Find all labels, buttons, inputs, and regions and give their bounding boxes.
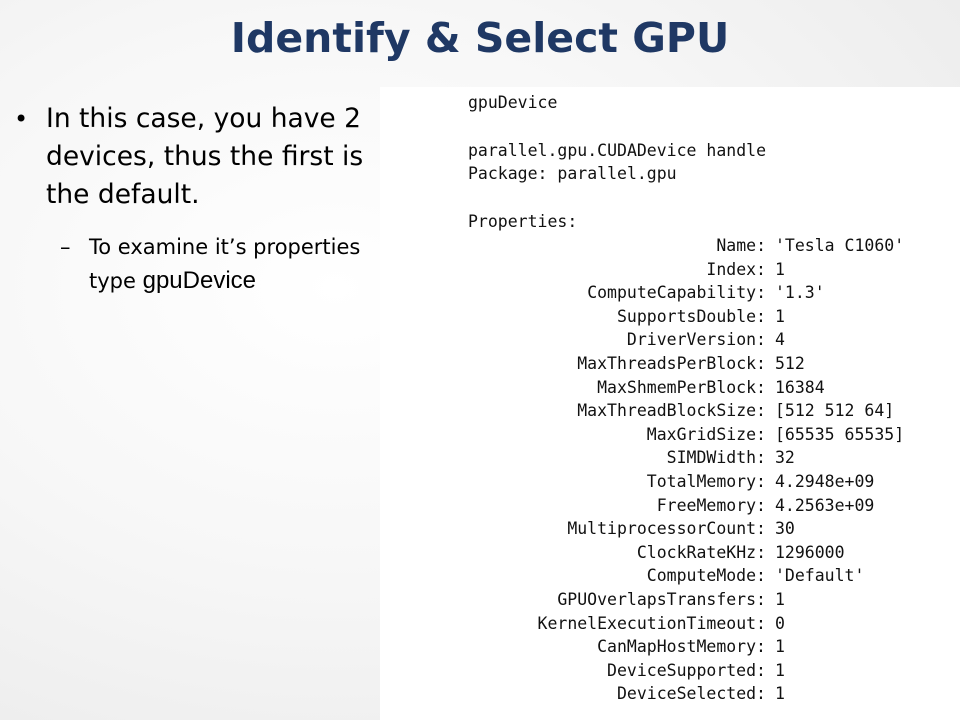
console-command: gpuDevice: [468, 93, 558, 112]
property-value: 4.2563e+09: [775, 495, 875, 515]
property-value: [512 512 64]: [775, 401, 895, 421]
console-properties-header: Properties:: [468, 212, 578, 231]
property-key: MaxShmemPerBlock:: [597, 377, 766, 397]
console-handle-line: parallel.gpu.CUDADevice handle: [468, 141, 767, 160]
property-row: Name: 'Tesla C1060': [380, 234, 960, 258]
property-key: SupportsDouble:: [616, 306, 766, 326]
property-row: DriverVersion: 4: [380, 328, 960, 352]
property-key: Index:: [706, 259, 766, 279]
property-row: Index: 1: [380, 258, 960, 282]
property-key: DeviceSupported:: [607, 660, 766, 680]
property-row: ComputeMode: 'Default': [380, 564, 960, 588]
property-value: 1: [775, 660, 785, 680]
bullet-list: • In this case, you have 2 devices, thus…: [14, 100, 374, 298]
bullet-text: In this case, you have 2 devices, thus t…: [46, 103, 364, 210]
property-row: KernelExecutionTimeout: 0: [380, 612, 960, 636]
property-value: 30: [775, 519, 795, 539]
sub-bullet-item: – To examine it’s properties type gpuDev…: [14, 230, 374, 298]
property-key: ComputeCapability:: [587, 283, 766, 303]
sub-bullet-dash: –: [60, 235, 71, 259]
property-key: MaxThreadBlockSize:: [577, 401, 766, 421]
property-row: ComputeCapability: '1.3': [380, 281, 960, 305]
property-key: SIMDWidth:: [666, 448, 766, 468]
bullet-item: • In this case, you have 2 devices, thus…: [14, 100, 374, 214]
property-value: 32: [775, 448, 795, 468]
property-key: GPUOverlapsTransfers:: [557, 590, 766, 609]
property-value: 1: [775, 306, 785, 326]
property-row: DeviceSelected: 1: [380, 682, 960, 706]
property-row: MultiprocessorCount: 30: [380, 517, 960, 541]
property-key: ClockRateKHz:: [636, 542, 766, 562]
property-row: MaxThreadBlockSize: [512 512 64]: [380, 399, 960, 423]
property-value: 1: [775, 590, 785, 609]
property-key: DeviceSelected:: [616, 684, 766, 704]
property-value: 'Default': [775, 566, 865, 586]
property-value: 512: [775, 354, 805, 373]
property-value: 1: [775, 637, 785, 657]
property-row: MaxGridSize: [65535 65535]: [380, 423, 960, 447]
property-value: 1296000: [775, 542, 845, 562]
property-value: 1: [775, 684, 785, 704]
property-key: ComputeMode:: [646, 566, 766, 586]
property-row: ClockRateKHz: 1296000: [380, 541, 960, 565]
property-key: FreeMemory:: [656, 495, 766, 515]
property-key: MultiprocessorCount:: [567, 519, 766, 539]
console-output: gpuDevice parallel.gpu.CUDADevice handle…: [380, 87, 960, 720]
sub-bullet-code: gpuDevice: [142, 267, 257, 294]
property-row: SupportsDouble: 1: [380, 305, 960, 329]
property-value: 0: [775, 613, 785, 633]
property-row: MaxShmemPerBlock: 16384: [380, 376, 960, 400]
property-value: 1: [775, 259, 785, 279]
property-key: TotalMemory:: [646, 472, 766, 491]
property-value: 4.2948e+09: [775, 472, 875, 491]
property-key: DriverVersion:: [626, 330, 766, 350]
property-row: GPUOverlapsTransfers: 1: [380, 588, 960, 612]
sub-bullet-text: To examine it’s properties type: [89, 235, 361, 293]
property-row: CanMapHostMemory: 1: [380, 635, 960, 659]
property-key: CanMapHostMemory:: [597, 637, 766, 657]
console-package-line: Package: parallel.gpu: [468, 164, 677, 183]
property-row: FreeMemory: 4.2563e+09: [380, 494, 960, 518]
slide-title: Identify & Select GPU: [230, 14, 730, 62]
property-row: TotalMemory: 4.2948e+09: [380, 470, 960, 494]
property-value: '1.3': [775, 283, 825, 303]
property-key: KernelExecutionTimeout:: [537, 613, 766, 633]
property-key: Name:: [716, 236, 766, 255]
bullet-dot: •: [14, 105, 29, 133]
property-row: DeviceSupported: 1: [380, 659, 960, 683]
property-key: MaxThreadsPerBlock:: [577, 354, 766, 373]
property-value: [65535 65535]: [775, 424, 905, 444]
property-row: SIMDWidth: 32: [380, 446, 960, 470]
property-key: MaxGridSize:: [646, 424, 766, 444]
property-value: 4: [775, 330, 785, 350]
property-row: MaxThreadsPerBlock: 512: [380, 352, 960, 376]
property-value: 16384: [775, 377, 825, 397]
property-value: 'Tesla C1060': [775, 236, 905, 255]
